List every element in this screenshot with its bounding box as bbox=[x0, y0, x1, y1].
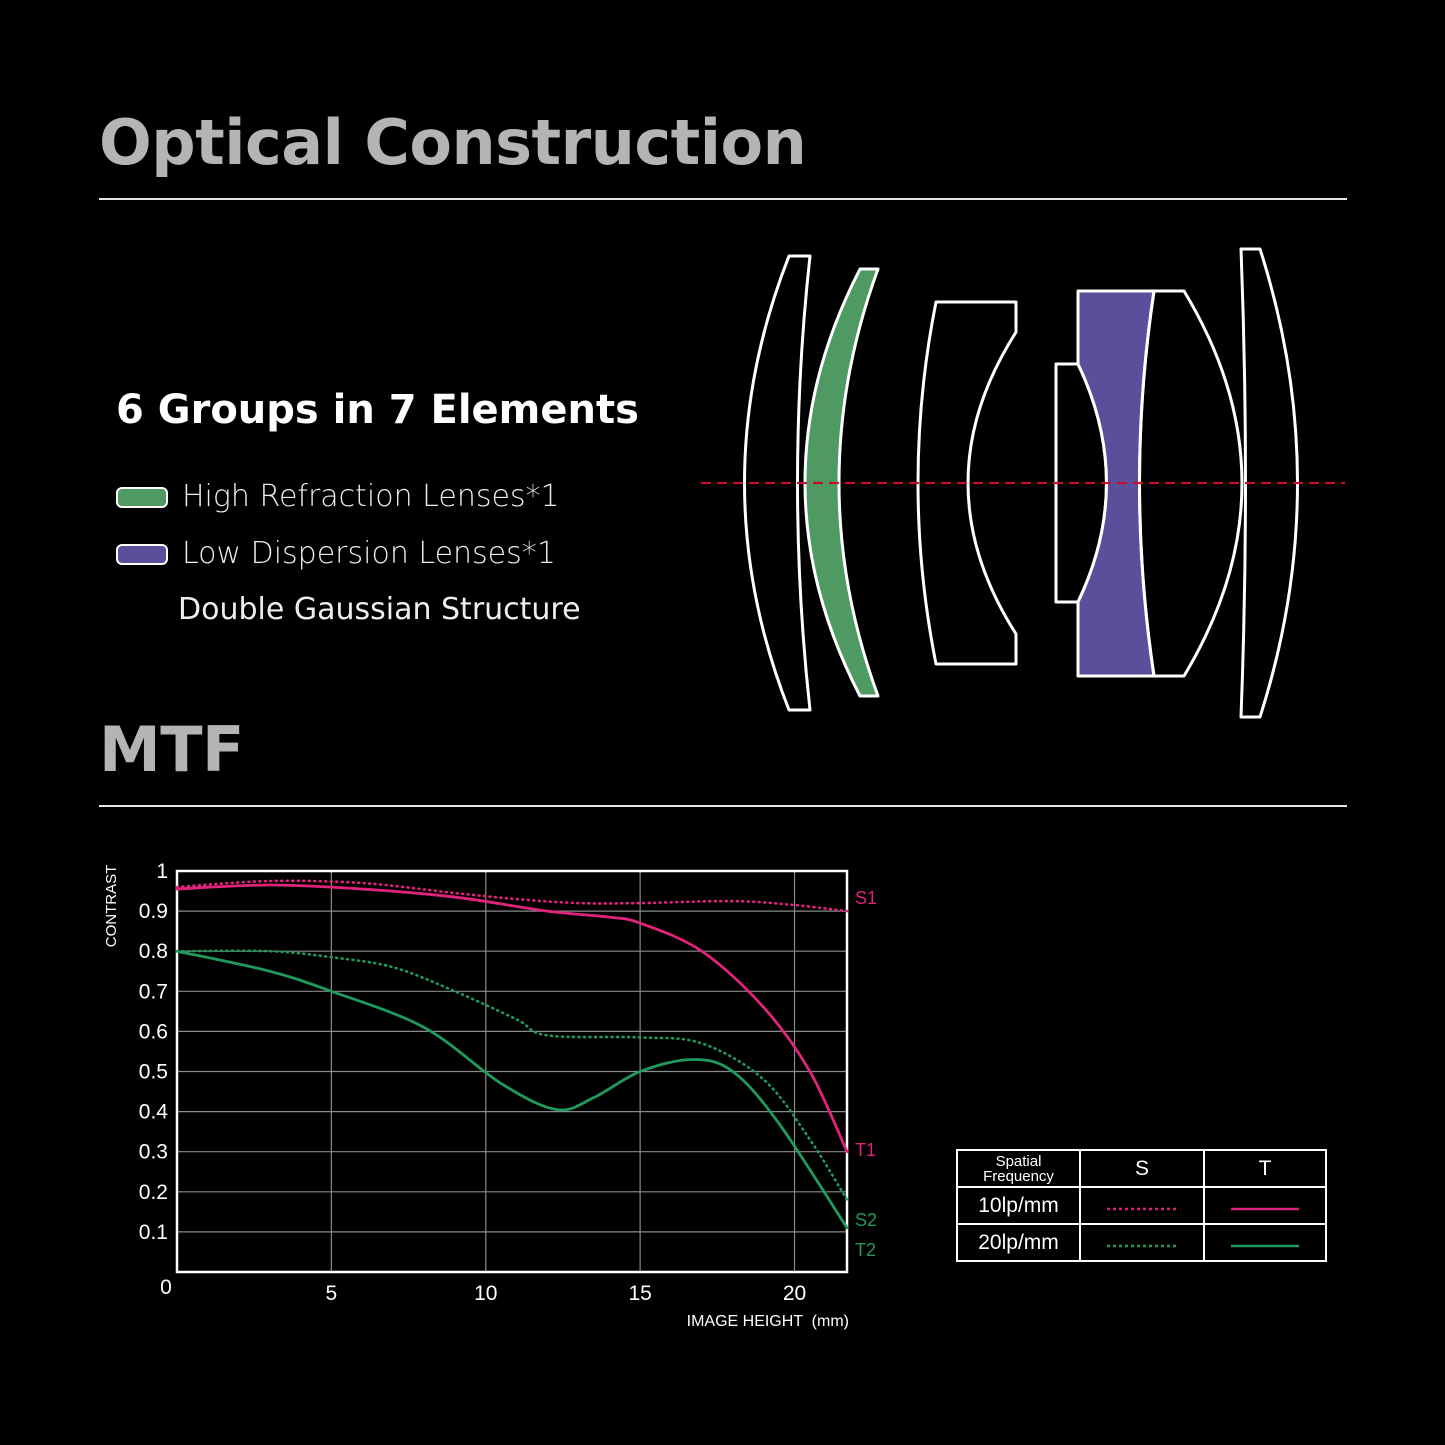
legend-row-20lp: 20lp/mm bbox=[956, 1223, 1327, 1262]
row-label-10lp: 10lp/mm bbox=[956, 1186, 1081, 1225]
series-s2-label: S2 bbox=[855, 1210, 877, 1230]
green-swatch-icon bbox=[116, 486, 168, 508]
series-s2-line bbox=[175, 949, 849, 1202]
lens-element-2-high-refraction bbox=[803, 267, 880, 698]
y-tick-label: 0.1 bbox=[139, 1221, 168, 1244]
series-t2-line bbox=[175, 949, 849, 1230]
x-tick-label: 10 bbox=[474, 1282, 497, 1305]
header-frequency: Frequency bbox=[983, 1167, 1054, 1185]
optical-construction-title: Optical Construction bbox=[99, 106, 807, 179]
swatch-10lp-s bbox=[1079, 1186, 1205, 1225]
y-tick-label: 0.8 bbox=[139, 940, 168, 963]
legend-row-10lp: 10lp/mm bbox=[956, 1186, 1327, 1225]
purple-swatch-icon bbox=[116, 543, 168, 565]
y-axis-label: CONTRAST bbox=[103, 865, 120, 948]
y-tick-label: 0.7 bbox=[139, 980, 168, 1003]
series-t1-label: T1 bbox=[855, 1140, 876, 1160]
swatch-10lp-t bbox=[1203, 1186, 1327, 1225]
solid-magenta-line-icon bbox=[1231, 1207, 1299, 1210]
y-tick-label: 0.3 bbox=[139, 1141, 168, 1164]
lens-diagram bbox=[701, 247, 1345, 719]
legend-low-dispersion-label: Low Dispersion Lenses*1 bbox=[182, 536, 556, 571]
series-s1-line bbox=[175, 879, 849, 913]
y-tick-label: 0.2 bbox=[139, 1181, 168, 1204]
mtf-title: MTF bbox=[99, 713, 244, 786]
spatial-frequency-header: Spatial Frequency bbox=[956, 1149, 1081, 1188]
header-spatial: Spatial bbox=[995, 1152, 1042, 1170]
solid-green-line-icon bbox=[1231, 1244, 1299, 1247]
lens-element-3 bbox=[916, 300, 1018, 666]
legend-high-refraction: High Refraction Lenses*1 bbox=[116, 482, 560, 512]
legend-high-refraction-label: High Refraction Lenses*1 bbox=[182, 479, 560, 514]
dotted-green-line-icon bbox=[1107, 1244, 1177, 1247]
y-tick-label: 1 bbox=[156, 860, 168, 883]
lens-element-6 bbox=[1138, 289, 1244, 678]
frequency-legend-table: Spatial Frequency S T 10lp/mm 20lp/mm bbox=[956, 1149, 1327, 1262]
dotted-magenta-line-icon bbox=[1107, 1207, 1177, 1210]
series-s1-label: S1 bbox=[855, 888, 877, 908]
y-tick-label: 0.6 bbox=[139, 1020, 168, 1043]
legend-table-header: Spatial Frequency S T bbox=[956, 1149, 1327, 1188]
x-tick-label: 5 bbox=[326, 1282, 338, 1305]
lens-element-7 bbox=[1239, 247, 1299, 719]
optical-title-divider bbox=[99, 198, 1347, 200]
lens-element-1 bbox=[743, 254, 812, 712]
series-t2-label: T2 bbox=[855, 1240, 876, 1260]
t-header: T bbox=[1203, 1149, 1327, 1188]
double-gaussian-note: Double Gaussian Structure bbox=[178, 592, 581, 627]
origin-label: 0 bbox=[160, 1276, 172, 1299]
x-tick-label: 15 bbox=[628, 1282, 651, 1305]
swatch-20lp-t bbox=[1203, 1223, 1327, 1262]
groups-elements-text: 6 Groups in 7 Elements bbox=[116, 387, 639, 433]
row-label-20lp: 20lp/mm bbox=[956, 1223, 1081, 1262]
x-axis-label: IMAGE HEIGHT (mm) bbox=[687, 1313, 849, 1330]
series-t1-line bbox=[175, 883, 849, 1154]
plot-frame bbox=[175, 869, 849, 1274]
x-tick-label: 20 bbox=[783, 1282, 806, 1305]
y-tick-label: 0.5 bbox=[139, 1061, 168, 1084]
s-header: S bbox=[1079, 1149, 1205, 1188]
mtf-title-divider bbox=[99, 805, 1347, 807]
y-tick-label: 0.4 bbox=[139, 1101, 169, 1124]
y-tick-label: 0.9 bbox=[139, 900, 168, 923]
chart-grid bbox=[177, 871, 847, 1272]
legend-low-dispersion: Low Dispersion Lenses*1 bbox=[116, 539, 556, 569]
swatch-20lp-s bbox=[1079, 1223, 1205, 1262]
